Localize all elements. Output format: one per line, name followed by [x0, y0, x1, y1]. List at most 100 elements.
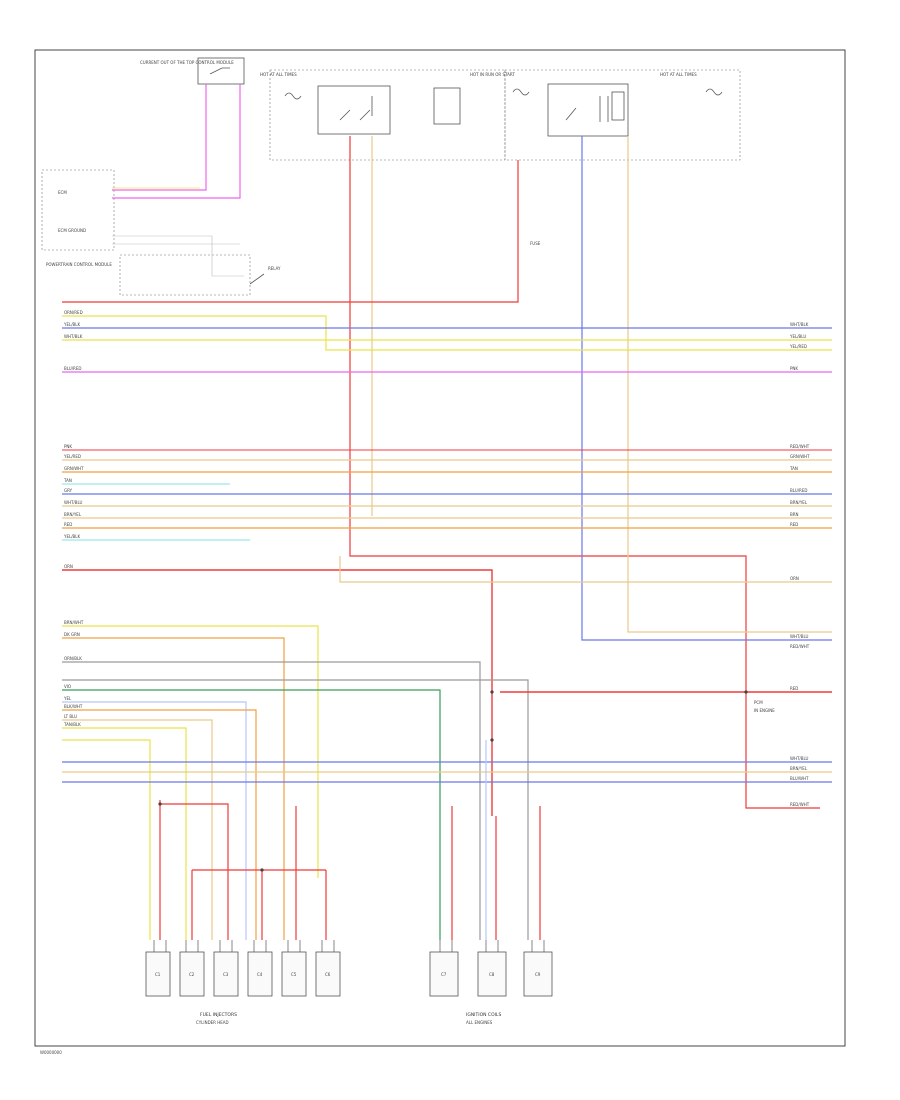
module-left-sublabel: IN ENGINE — [754, 708, 775, 713]
hot-label-1: HOT AT ALL TIMES — [260, 72, 297, 77]
fuse-box-right — [504, 69, 741, 161]
plug-stub — [485, 940, 499, 952]
wire-label-right: BRN/YEL — [790, 766, 808, 771]
connector-id: C8 — [489, 972, 495, 977]
wire-label-right: GRN/WHT — [790, 454, 810, 459]
connector-id: C9 — [535, 972, 541, 977]
wire-label-left: WHT/BLK — [64, 334, 83, 339]
wire-label-right: TAN — [789, 466, 798, 471]
wire-label-left: BRN/YEL — [64, 512, 82, 517]
wire-h-green-1 — [62, 689, 441, 940]
wire-label-right: RED/WHT — [790, 802, 810, 807]
wires — [62, 84, 832, 940]
injector-plug-5 — [281, 951, 307, 997]
figure-id: W0000000 — [40, 1050, 62, 1055]
junction-dot — [260, 868, 264, 872]
wire-h-orange-4 — [62, 709, 257, 940]
fuse-symbol-1 — [284, 92, 302, 100]
relay-left-switch — [339, 96, 373, 121]
fuse-small-right — [611, 91, 625, 121]
relay-module — [119, 254, 251, 296]
fuse-symbol-3 — [705, 88, 723, 96]
injector-plug-2 — [179, 951, 205, 997]
wire-label-right: BRN/YEL — [790, 500, 808, 505]
wire-label-left: ORN — [64, 564, 73, 569]
plug-stub — [153, 940, 167, 952]
wire-blue-relay — [581, 136, 832, 641]
connector-id: C4 — [257, 972, 263, 977]
wire-label-left: YEL/BLK — [63, 322, 81, 327]
junction-dot — [744, 690, 748, 694]
fuse-box-left — [269, 69, 506, 161]
plug-stub — [253, 940, 267, 952]
wire-label-left: BLU/RED — [64, 366, 81, 371]
plug-stub — [321, 940, 335, 952]
fuse-note: FUSE — [530, 241, 541, 246]
connector-id: C5 — [291, 972, 297, 977]
wire-label-right: WHT/BLU — [790, 634, 809, 639]
top-left-module-switch — [209, 67, 230, 75]
module-left-label: PCM — [754, 700, 763, 705]
wire-tan-relay-right — [627, 136, 832, 633]
wire-label-right: WHT/BLK — [790, 322, 809, 327]
wire-h-gray-2 — [62, 679, 529, 940]
wire-label-right: PNK — [790, 366, 798, 371]
diagram-frame — [34, 49, 846, 1047]
wire-pink-1 — [112, 84, 207, 191]
wire-label-right: YEL/BLU — [789, 334, 806, 339]
connector-id: C7 — [441, 972, 447, 977]
ecm-ground-label: ECM GROUND — [58, 228, 86, 233]
wire-h-lightblue-1 — [62, 701, 247, 940]
relay-module-switch — [249, 273, 265, 285]
wire-label-left: BRN/WHT — [64, 620, 84, 625]
wire-label-right: BLU/WHT — [790, 776, 809, 781]
wire-label-right: YEL/RED — [789, 344, 807, 349]
injector-plug-3 — [213, 951, 239, 997]
relay-left — [317, 85, 391, 135]
wire-label-left: YEL/BLK — [63, 534, 81, 539]
wire-h-yellow-3 — [62, 625, 319, 878]
wire-label-left: ORN/BLK — [64, 656, 82, 661]
wire-label-right: BRN — [790, 512, 799, 517]
plug-stub — [287, 940, 301, 952]
wire-h-tan-5 — [62, 719, 213, 940]
connector-id: C6 — [325, 972, 331, 977]
junction-dot — [490, 738, 494, 742]
wire-label-left: RED — [64, 522, 72, 527]
wire-label-left: VIO — [64, 684, 71, 689]
wire-label-left: PNK — [64, 444, 72, 449]
relay-note: RELAY — [268, 266, 281, 271]
fuel-injectors-sublabel: CYLINDER HEAD — [196, 1020, 229, 1025]
wire-label-left: WHT/BLU — [64, 500, 83, 505]
wire-label-left: BLK/WHT — [64, 704, 83, 709]
wire-h-orange-3 — [62, 637, 285, 940]
wire-label-right: RED — [790, 522, 798, 527]
wire-label-left: LT BLU — [64, 714, 77, 719]
top-left-module-label: CURRENT OUT OF THE TOP CONTROL MODULE — [140, 60, 234, 65]
wire-h-yellow-5 — [62, 739, 151, 940]
injector-plugs — [145, 951, 341, 997]
plug-stubs — [153, 940, 545, 952]
relay-right-switch — [565, 96, 609, 122]
relay-right — [547, 83, 629, 137]
pcm-label: POWERTRAIN CONTROL MODULE — [46, 262, 112, 267]
wire-label-left: GRY — [64, 488, 73, 493]
ignition-plugs — [429, 951, 553, 997]
junction-dot — [490, 690, 494, 694]
hot-label-2: HOT IN RUN OR START — [470, 72, 515, 77]
fuel-injectors-label: FUEL INJECTORS — [200, 1012, 237, 1018]
plug-stub — [185, 940, 199, 952]
wire-v-red-2 — [160, 803, 229, 940]
ignition-plug-2 — [477, 951, 507, 997]
connector-id: C2 — [189, 972, 195, 977]
wire-label-right: RED/WHT — [790, 644, 810, 649]
junction-dots — [158, 690, 748, 872]
wire-label-right: BLU/RED — [790, 488, 807, 493]
injector-plug-6 — [315, 951, 341, 997]
wire-gray-1 — [112, 235, 244, 277]
wire-label-left: DK GRN — [64, 632, 80, 637]
ignition-plug-3 — [523, 951, 553, 997]
